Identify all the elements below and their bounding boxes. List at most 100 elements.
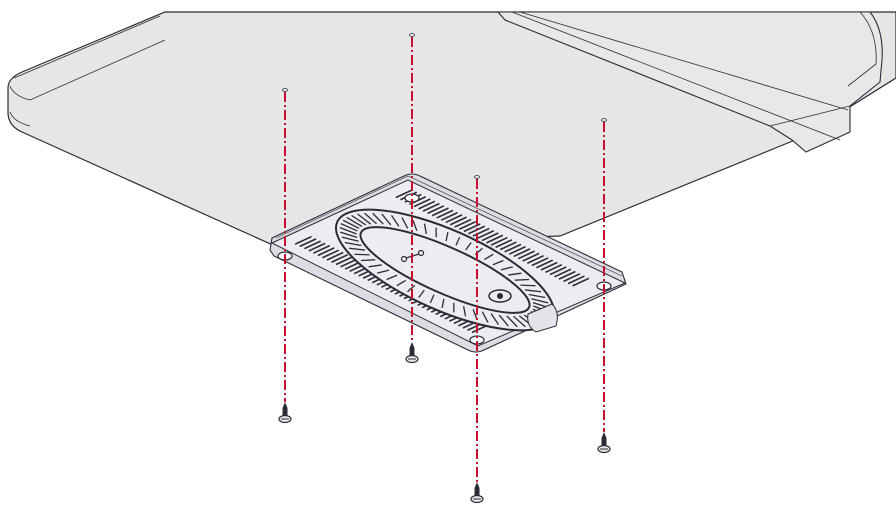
track-rib [498,314,509,327]
track-rib [346,216,363,228]
track-rib [390,215,400,227]
track-rib [340,223,358,232]
track-rib [364,212,378,225]
vent-slot [326,251,344,261]
track-rib [483,253,494,261]
track-rib [342,219,360,230]
vent-slot [445,214,463,224]
screw-icon [597,432,611,454]
vent-slot [526,254,544,264]
vent-slot [508,245,526,255]
track-rib [360,259,376,262]
vent-slot [427,205,445,215]
vent-slot [513,248,531,258]
cable-connector [527,303,558,333]
vent-slot [522,252,540,262]
vent-slot [449,216,467,226]
cable-track-inner [359,226,531,314]
vent-slot [458,220,476,230]
track-rib [512,315,526,328]
vent-slot [499,241,517,251]
track-rib [528,293,546,299]
vent-slot [422,202,440,212]
device-base-plate [269,173,627,353]
track-rib [525,289,542,293]
track-rib [472,308,478,320]
vent-slot [536,259,554,269]
mounting-rail [496,11,883,153]
vent-slot [549,266,567,276]
vent-slot [335,256,353,266]
vent-slot [463,223,481,233]
track-rib [445,232,449,242]
track-rib [500,266,513,271]
track-rib [372,212,384,225]
ceiling-hole [601,118,607,122]
vent-slot [495,239,513,249]
track-rib [368,264,382,268]
track-rib [455,236,461,246]
track-rib [508,272,522,276]
track-rib [377,269,390,274]
screw-icon [470,482,484,504]
vent-slot [486,234,504,244]
track-rib [514,278,530,281]
vent-slot [303,240,321,250]
track-rib [386,274,398,281]
vent-slot [477,230,495,240]
vent-slot [436,209,454,219]
vent-slot [317,247,335,257]
track-rib [465,242,472,251]
track-rib [441,298,445,308]
track-rib [490,313,500,325]
track-rib [340,231,358,239]
vent-slot [504,243,522,253]
vent-slot [517,250,535,260]
ceiling-hole [282,88,288,92]
track-rib [423,223,428,234]
track-rib [506,315,518,328]
vent-slot [454,218,472,228]
vent-slot [322,249,340,259]
track-rib [339,226,357,235]
track-rib [407,284,416,293]
ceiling-hole [474,175,480,179]
screw-icon [405,342,419,364]
track-rib [531,298,549,304]
vent-slot [418,200,436,210]
ceiling-hole [409,33,415,37]
vent-slot [540,261,558,271]
track-rib [492,259,504,266]
vent-slot [440,211,458,221]
vent-slot [472,227,490,237]
track-rib [344,241,362,247]
track-rib [354,253,370,256]
vent-slot [299,238,317,248]
vent-slot [531,257,549,267]
track-rib [418,289,425,298]
track-rib [481,311,489,323]
vent-slot [558,270,576,280]
track-rib [341,236,359,242]
track-rib [462,306,467,317]
vent-slot [313,244,331,254]
vent-slot [545,264,563,274]
vent-slot [554,268,572,278]
vent-slot [395,189,413,199]
vent-slot [294,235,312,245]
track-rib [357,213,372,225]
vent-slot [481,232,499,242]
screw-icon [278,402,292,424]
track-rib [348,247,365,251]
vent-slot [340,258,358,268]
track-rib [401,217,409,229]
vent-slot [563,273,581,283]
vent-slot [431,207,449,217]
track-rib [351,214,367,226]
track-ribs [339,212,551,328]
vent-slot [572,277,590,287]
vent-slot [490,236,508,246]
vent-slot [331,253,349,263]
port-icon [488,289,512,303]
